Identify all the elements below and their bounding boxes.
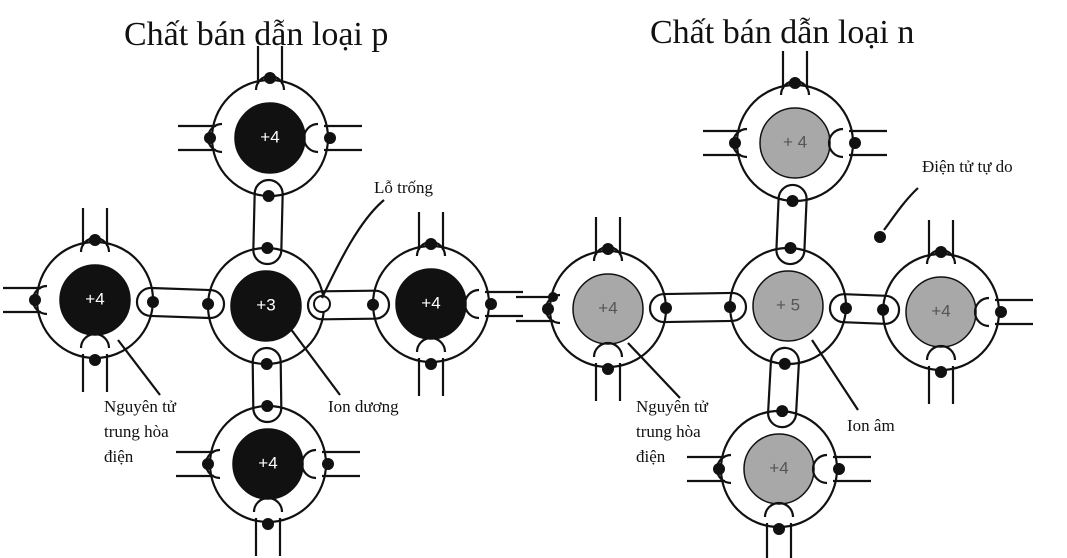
atom-charge: + 4 bbox=[783, 132, 807, 151]
positive-ion-label: Ion dương bbox=[328, 397, 399, 416]
valence-electron bbox=[89, 234, 101, 246]
orbital-arc bbox=[827, 127, 844, 159]
valence-electron bbox=[849, 137, 861, 149]
neutral-atom-label-line1-n: Nguyên tử bbox=[636, 397, 709, 416]
orbital-arc bbox=[415, 336, 447, 353]
ion-pointer-n bbox=[811, 339, 859, 411]
valence-electron bbox=[833, 463, 845, 475]
orbital-arc bbox=[925, 344, 957, 361]
atom-core bbox=[230, 270, 302, 342]
valence-electron bbox=[773, 523, 785, 535]
valence-electron bbox=[713, 463, 725, 475]
ion-pointer bbox=[289, 327, 341, 396]
neutral-atom-label-line2-n: trung hòa bbox=[636, 422, 701, 441]
valence-electron bbox=[324, 132, 336, 144]
valence-electron bbox=[995, 306, 1007, 318]
atom-charge: +3 bbox=[256, 295, 275, 314]
atom-charge: +4 bbox=[85, 289, 104, 308]
neutral-atom-label-line3-n: điện bbox=[636, 447, 666, 466]
neutral-pointer bbox=[117, 339, 161, 396]
hole bbox=[313, 295, 331, 313]
orbital-arc bbox=[302, 122, 319, 154]
valence-electron bbox=[602, 243, 614, 255]
orbital-arc bbox=[463, 288, 480, 320]
orbital-arc bbox=[300, 448, 317, 480]
free-electron-label: Điện tử tự do bbox=[922, 157, 1013, 176]
valence-electron bbox=[202, 458, 214, 470]
covalent-bond bbox=[648, 291, 748, 324]
neutral-atom-label-line2: trung hòa bbox=[104, 422, 169, 441]
atom-charge: + 5 bbox=[776, 295, 800, 314]
orbital-arc bbox=[973, 296, 990, 328]
neutral-atom-label-line3: điện bbox=[104, 447, 134, 466]
valence-electron bbox=[935, 246, 947, 258]
neutral-pointer-n bbox=[627, 342, 681, 399]
atom-charge: +4 bbox=[258, 453, 277, 472]
atom-core bbox=[752, 270, 824, 342]
orbital-arc bbox=[811, 453, 828, 485]
orbital-arc bbox=[592, 341, 624, 358]
hole-label: Lỗ trống bbox=[374, 178, 434, 197]
left-title: Chất bán dẫn loại p bbox=[124, 16, 388, 53]
valence-electron bbox=[262, 518, 274, 530]
valence-electron bbox=[425, 358, 437, 370]
covalent-bond bbox=[766, 346, 801, 429]
valence-electron bbox=[322, 458, 334, 470]
hole-pointer bbox=[321, 199, 385, 299]
covalent-bond bbox=[251, 346, 283, 424]
p-type-lattice: +4 +4 +3 +4 +4 bbox=[3, 46, 523, 556]
orbital-arc bbox=[79, 332, 111, 349]
valence-electron bbox=[542, 303, 554, 315]
atom-charge: +4 bbox=[931, 301, 950, 320]
covalent-bond bbox=[828, 293, 901, 325]
orbital-arc bbox=[252, 496, 284, 513]
covalent-bond bbox=[252, 178, 284, 266]
atom-charge: +4 bbox=[598, 298, 617, 317]
valence-electron bbox=[729, 137, 741, 149]
covalent-bond bbox=[775, 183, 808, 266]
covalent-bond bbox=[306, 289, 391, 321]
n-type-lattice: + 4 +4 + 5 +4 +4 bbox=[516, 51, 1033, 558]
valence-electron bbox=[425, 238, 437, 250]
atom-shell bbox=[728, 246, 848, 366]
valence-electron bbox=[264, 72, 276, 84]
right-title: Chất bán dẫn loại n bbox=[650, 14, 914, 51]
negative-ion-label: Ion âm bbox=[847, 416, 895, 435]
atom-charge: +4 bbox=[421, 293, 440, 312]
valence-electron bbox=[485, 298, 497, 310]
atom-charge: +4 bbox=[769, 458, 788, 477]
valence-electron bbox=[89, 354, 101, 366]
free-electron-pointer bbox=[883, 187, 919, 231]
covalent-bond bbox=[135, 286, 226, 320]
edge-electron bbox=[548, 292, 558, 302]
free-electron bbox=[874, 231, 886, 243]
valence-electron bbox=[935, 366, 947, 378]
valence-electron bbox=[204, 132, 216, 144]
orbital-arc bbox=[763, 501, 795, 518]
valence-electron bbox=[602, 363, 614, 375]
valence-electron bbox=[29, 294, 41, 306]
valence-electron bbox=[789, 77, 801, 89]
neutral-atom-label-line1: Nguyên tử bbox=[104, 397, 177, 416]
atom-charge: +4 bbox=[260, 127, 279, 146]
